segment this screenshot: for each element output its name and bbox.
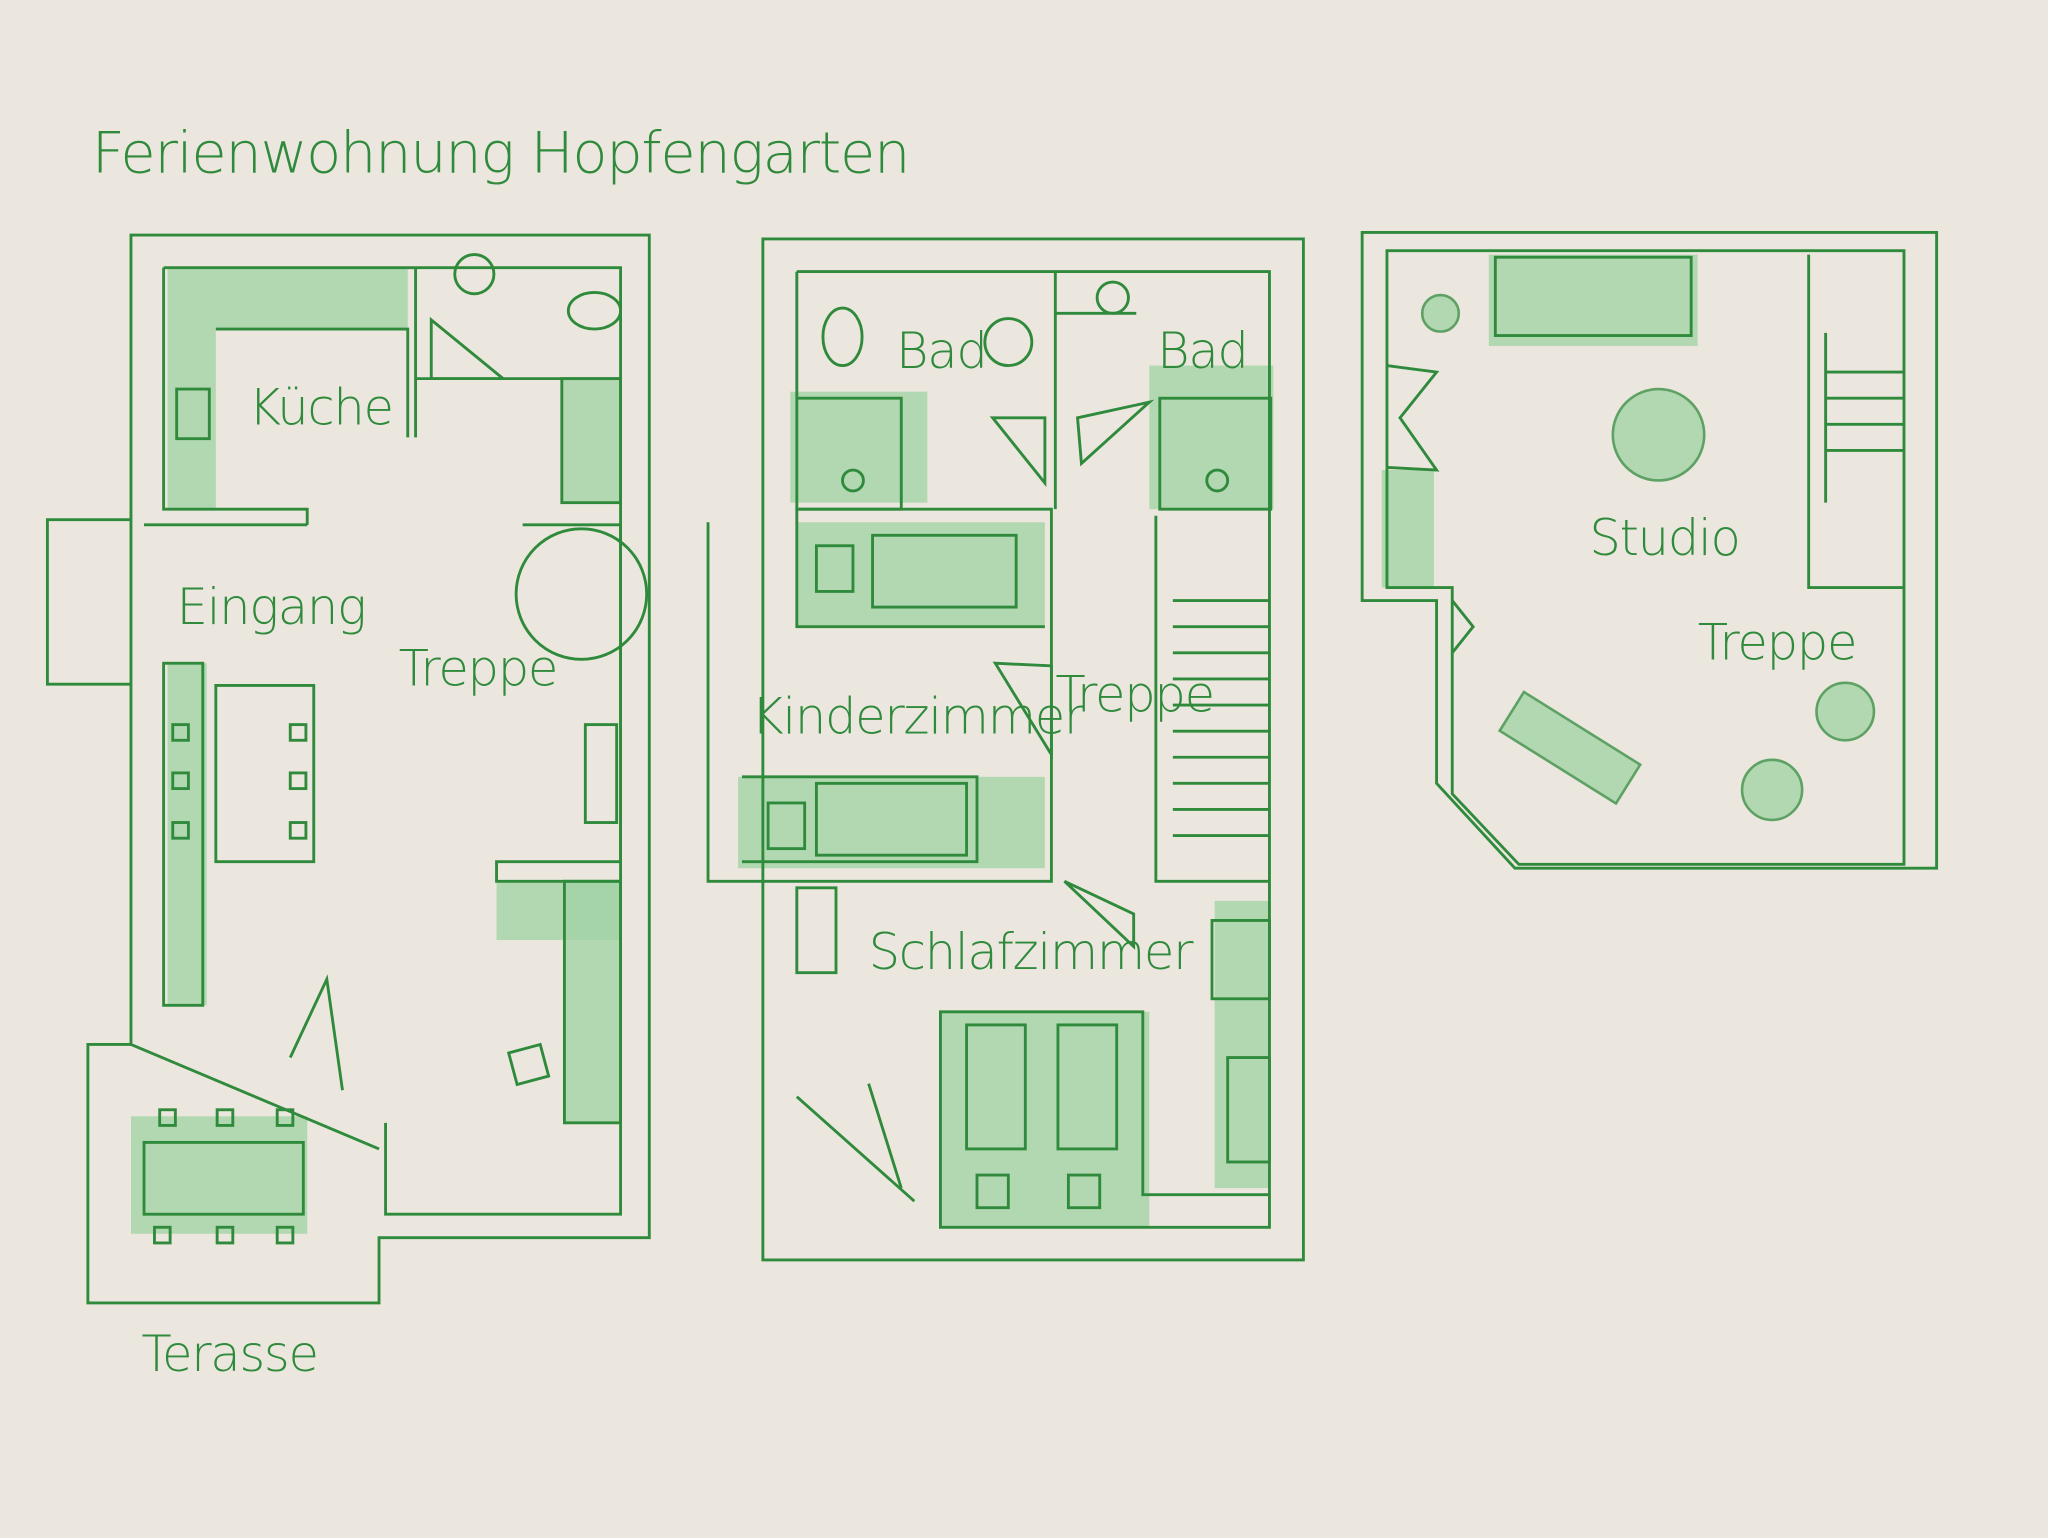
room-label-stairs-ground: Treppe xyxy=(399,639,558,697)
room-label-terrace: Terasse xyxy=(141,1325,317,1383)
room-label-studio: Studio xyxy=(1589,509,1739,567)
attic-plan xyxy=(1360,230,1939,870)
room-label-bath-1: Bad xyxy=(896,322,986,380)
first-floor-plan xyxy=(706,237,1305,1262)
room-label-stairs-first: Treppe xyxy=(1055,666,1214,724)
ground-floor-plan xyxy=(45,233,651,1305)
room-label-stairs-attic: Treppe xyxy=(1698,613,1857,671)
plan-title: Ferienwohnung Hopfengarten xyxy=(92,119,909,186)
room-label-kitchen: Küche xyxy=(248,378,392,436)
room-label-bedroom: Schlafzimmer xyxy=(869,923,1194,981)
room-label-kids-room: Kinderzimmer xyxy=(751,688,1085,746)
room-label-entrance: Eingang xyxy=(177,578,366,636)
room-label-bath-2: Bad xyxy=(1157,322,1247,380)
